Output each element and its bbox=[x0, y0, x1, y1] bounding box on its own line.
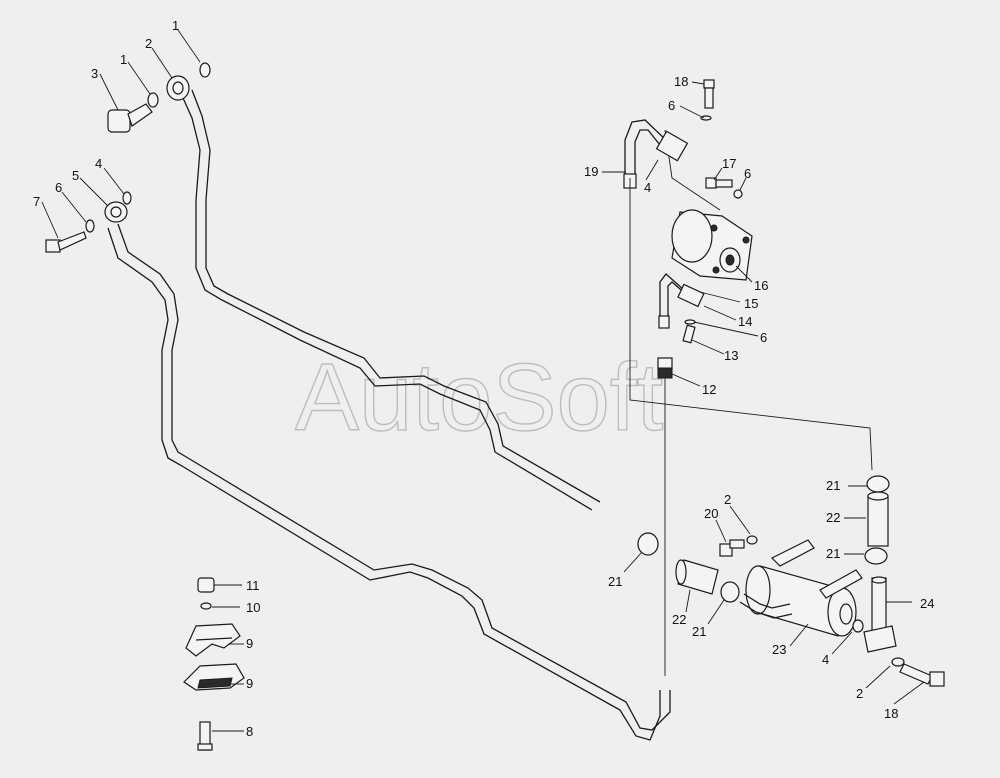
washer-2b bbox=[891, 657, 905, 667]
pipe-upper bbox=[182, 89, 601, 511]
callout-labels: 1 1 2 3 4 5 6 7 18 6 19 4 17 6 16 15 14 … bbox=[33, 18, 934, 739]
routing-line bbox=[629, 178, 873, 471]
bolt-20 bbox=[719, 539, 745, 557]
callout: 20 bbox=[704, 506, 718, 521]
bolt-3 bbox=[107, 103, 153, 133]
pipe-19 bbox=[623, 119, 669, 189]
bolt-8 bbox=[197, 721, 213, 751]
clamp-21c bbox=[866, 475, 890, 493]
tube-24 bbox=[863, 576, 897, 653]
banjo-2 bbox=[166, 75, 190, 101]
callout: 15 bbox=[744, 296, 758, 311]
washer-1a bbox=[147, 92, 159, 108]
washer-1b bbox=[199, 62, 211, 78]
callout: 9 bbox=[246, 636, 253, 651]
hose-22a bbox=[675, 559, 719, 595]
callout: 10 bbox=[246, 600, 260, 615]
cooler-23 bbox=[739, 539, 863, 637]
callout: 13 bbox=[724, 348, 738, 363]
callout: 21 bbox=[826, 478, 840, 493]
washer-6a bbox=[85, 219, 95, 233]
washer-2a bbox=[746, 535, 758, 545]
watermark: AutoSoft bbox=[295, 344, 663, 451]
washer-10 bbox=[200, 602, 212, 610]
callout: 6 bbox=[744, 166, 751, 181]
callout: 22 bbox=[826, 510, 840, 525]
callout: 18 bbox=[884, 706, 898, 721]
callout: 6 bbox=[668, 98, 675, 113]
washer-6d bbox=[684, 319, 696, 325]
callout: 5 bbox=[72, 168, 79, 183]
bolt-13 bbox=[682, 324, 696, 344]
callout: 2 bbox=[856, 686, 863, 701]
washer-4b bbox=[852, 619, 864, 633]
callout: 2 bbox=[724, 492, 731, 507]
callout: 1 bbox=[120, 52, 127, 67]
callout: 19 bbox=[584, 164, 598, 179]
bolt-17 bbox=[705, 177, 733, 189]
callout: 14 bbox=[738, 314, 752, 329]
callout: 21 bbox=[608, 574, 622, 589]
callout: 3 bbox=[91, 66, 98, 81]
callout: 9 bbox=[246, 676, 253, 691]
callout: 2 bbox=[145, 36, 152, 51]
nut-11 bbox=[197, 577, 215, 593]
pipe-14 bbox=[658, 273, 705, 329]
callout: 6 bbox=[55, 180, 62, 195]
callout: 17 bbox=[722, 156, 736, 171]
leader-lines bbox=[41, 29, 925, 732]
clamp-21a bbox=[637, 532, 659, 556]
callout: 4 bbox=[822, 652, 829, 667]
hose-22b bbox=[867, 491, 889, 547]
callout: 6 bbox=[760, 330, 767, 345]
callout: 24 bbox=[920, 596, 934, 611]
washer-6c bbox=[733, 189, 743, 199]
callout: 4 bbox=[644, 180, 651, 195]
clamp-21d bbox=[864, 547, 888, 565]
clamp-21b bbox=[720, 581, 740, 603]
callout: 21 bbox=[826, 546, 840, 561]
clamp-9a bbox=[185, 623, 241, 657]
callout: 8 bbox=[246, 724, 253, 739]
bolt-18a bbox=[703, 79, 715, 109]
callout: 22 bbox=[672, 612, 686, 627]
banjo-5 bbox=[104, 201, 128, 223]
clamp-9b bbox=[183, 663, 245, 691]
washer-6b bbox=[700, 115, 712, 121]
pipe-lower bbox=[107, 223, 671, 741]
callout: 23 bbox=[772, 642, 786, 657]
callout: 11 bbox=[246, 578, 260, 593]
callout: 18 bbox=[674, 74, 688, 89]
callout: 7 bbox=[33, 194, 40, 209]
fitting-12 bbox=[657, 357, 673, 379]
callout: 21 bbox=[692, 624, 706, 639]
bolt-18b bbox=[899, 663, 945, 687]
bolt-7 bbox=[45, 231, 87, 253]
washer-4a bbox=[122, 191, 132, 205]
banjo-19 bbox=[655, 130, 689, 162]
callout: 1 bbox=[172, 18, 179, 33]
callout: 16 bbox=[754, 278, 768, 293]
filter-16 bbox=[671, 209, 753, 281]
callout: 12 bbox=[702, 382, 716, 397]
callout: 4 bbox=[95, 156, 102, 171]
